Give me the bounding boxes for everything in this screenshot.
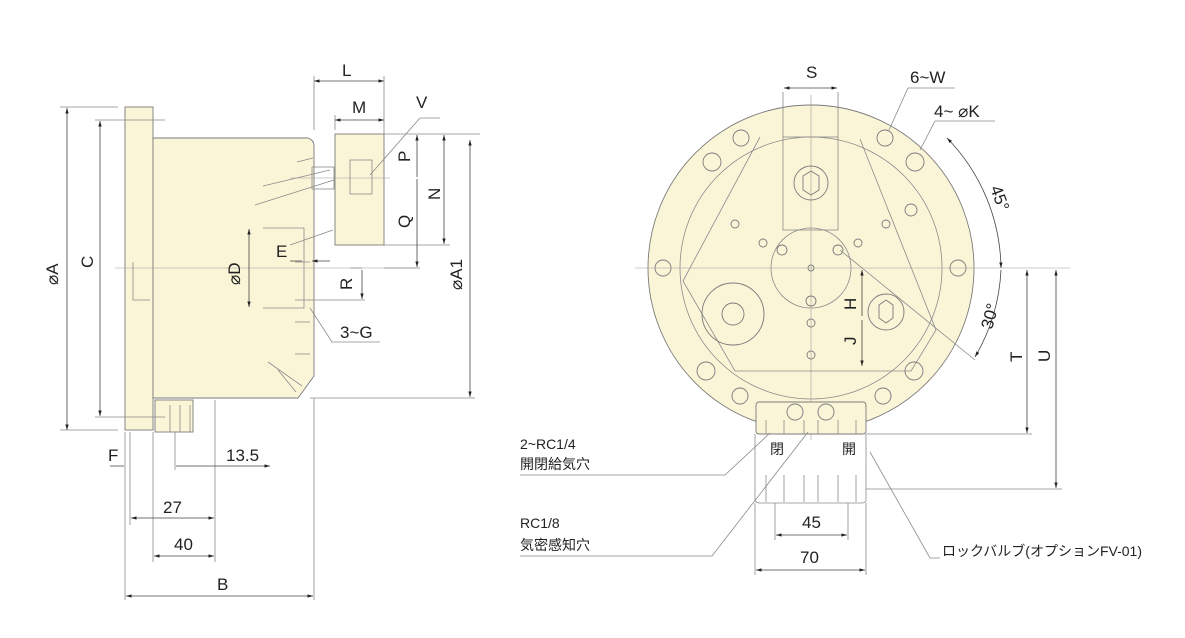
label-B: B xyxy=(217,575,228,594)
supply-port-spec: 2~RC1/4 xyxy=(520,436,576,452)
label-H: H xyxy=(841,298,860,310)
lock-valve-block xyxy=(755,401,867,435)
label-K: 4~ ⌀K xyxy=(934,102,980,121)
dim-angle-45 xyxy=(946,137,1003,269)
label-A: ⌀A xyxy=(43,263,62,285)
front-view: 閉 開 S 6~W 4~ ⌀K 45° 30° H J T U 45 70 2~… xyxy=(520,63,1142,575)
valve-close-label: 閉 xyxy=(770,441,784,457)
top-block xyxy=(334,133,385,246)
label-T: T xyxy=(1007,352,1026,362)
label-L: L xyxy=(342,61,351,80)
label-40: 40 xyxy=(174,535,193,554)
valve-open-label: 開 xyxy=(842,441,856,457)
label-P: P xyxy=(395,151,414,162)
label-70: 70 xyxy=(800,548,819,567)
label-C: C xyxy=(78,256,97,268)
sense-port-desc: 気密感知穴 xyxy=(520,537,590,553)
label-U: U xyxy=(1035,350,1054,362)
label-S: S xyxy=(806,63,817,82)
label-G: 3~G xyxy=(340,323,373,342)
label-13-5: 13.5 xyxy=(226,446,259,465)
label-F: F xyxy=(108,446,118,465)
supply-port-desc: 開閉給気穴 xyxy=(520,456,590,472)
lock-valve-callout: ロックバルブ(オプションFV-01) xyxy=(942,543,1142,559)
label-E: E xyxy=(276,242,287,261)
label-W: 6~W xyxy=(910,68,945,87)
valve-block-side xyxy=(154,399,194,433)
label-R: R xyxy=(337,278,356,290)
label-angle-30: 30° xyxy=(978,301,1003,331)
label-A1: ⌀A1 xyxy=(447,259,466,290)
label-V: V xyxy=(416,93,428,112)
label-45: 45 xyxy=(802,513,821,532)
dim-angle-30 xyxy=(974,269,1002,358)
label-M: M xyxy=(352,98,366,117)
label-J: J xyxy=(841,337,860,346)
label-Q: Q xyxy=(395,215,414,228)
sense-port-spec: RC1/8 xyxy=(520,515,560,531)
label-D: ⌀D xyxy=(225,262,244,285)
side-view: L M V P N Q ⌀A C ⌀D E R ⌀A1 3~G F 13.5 2… xyxy=(43,61,480,600)
label-N: N xyxy=(425,188,444,200)
flange-plate xyxy=(124,106,154,431)
label-angle-45: 45° xyxy=(986,183,1013,214)
label-27: 27 xyxy=(163,498,182,517)
